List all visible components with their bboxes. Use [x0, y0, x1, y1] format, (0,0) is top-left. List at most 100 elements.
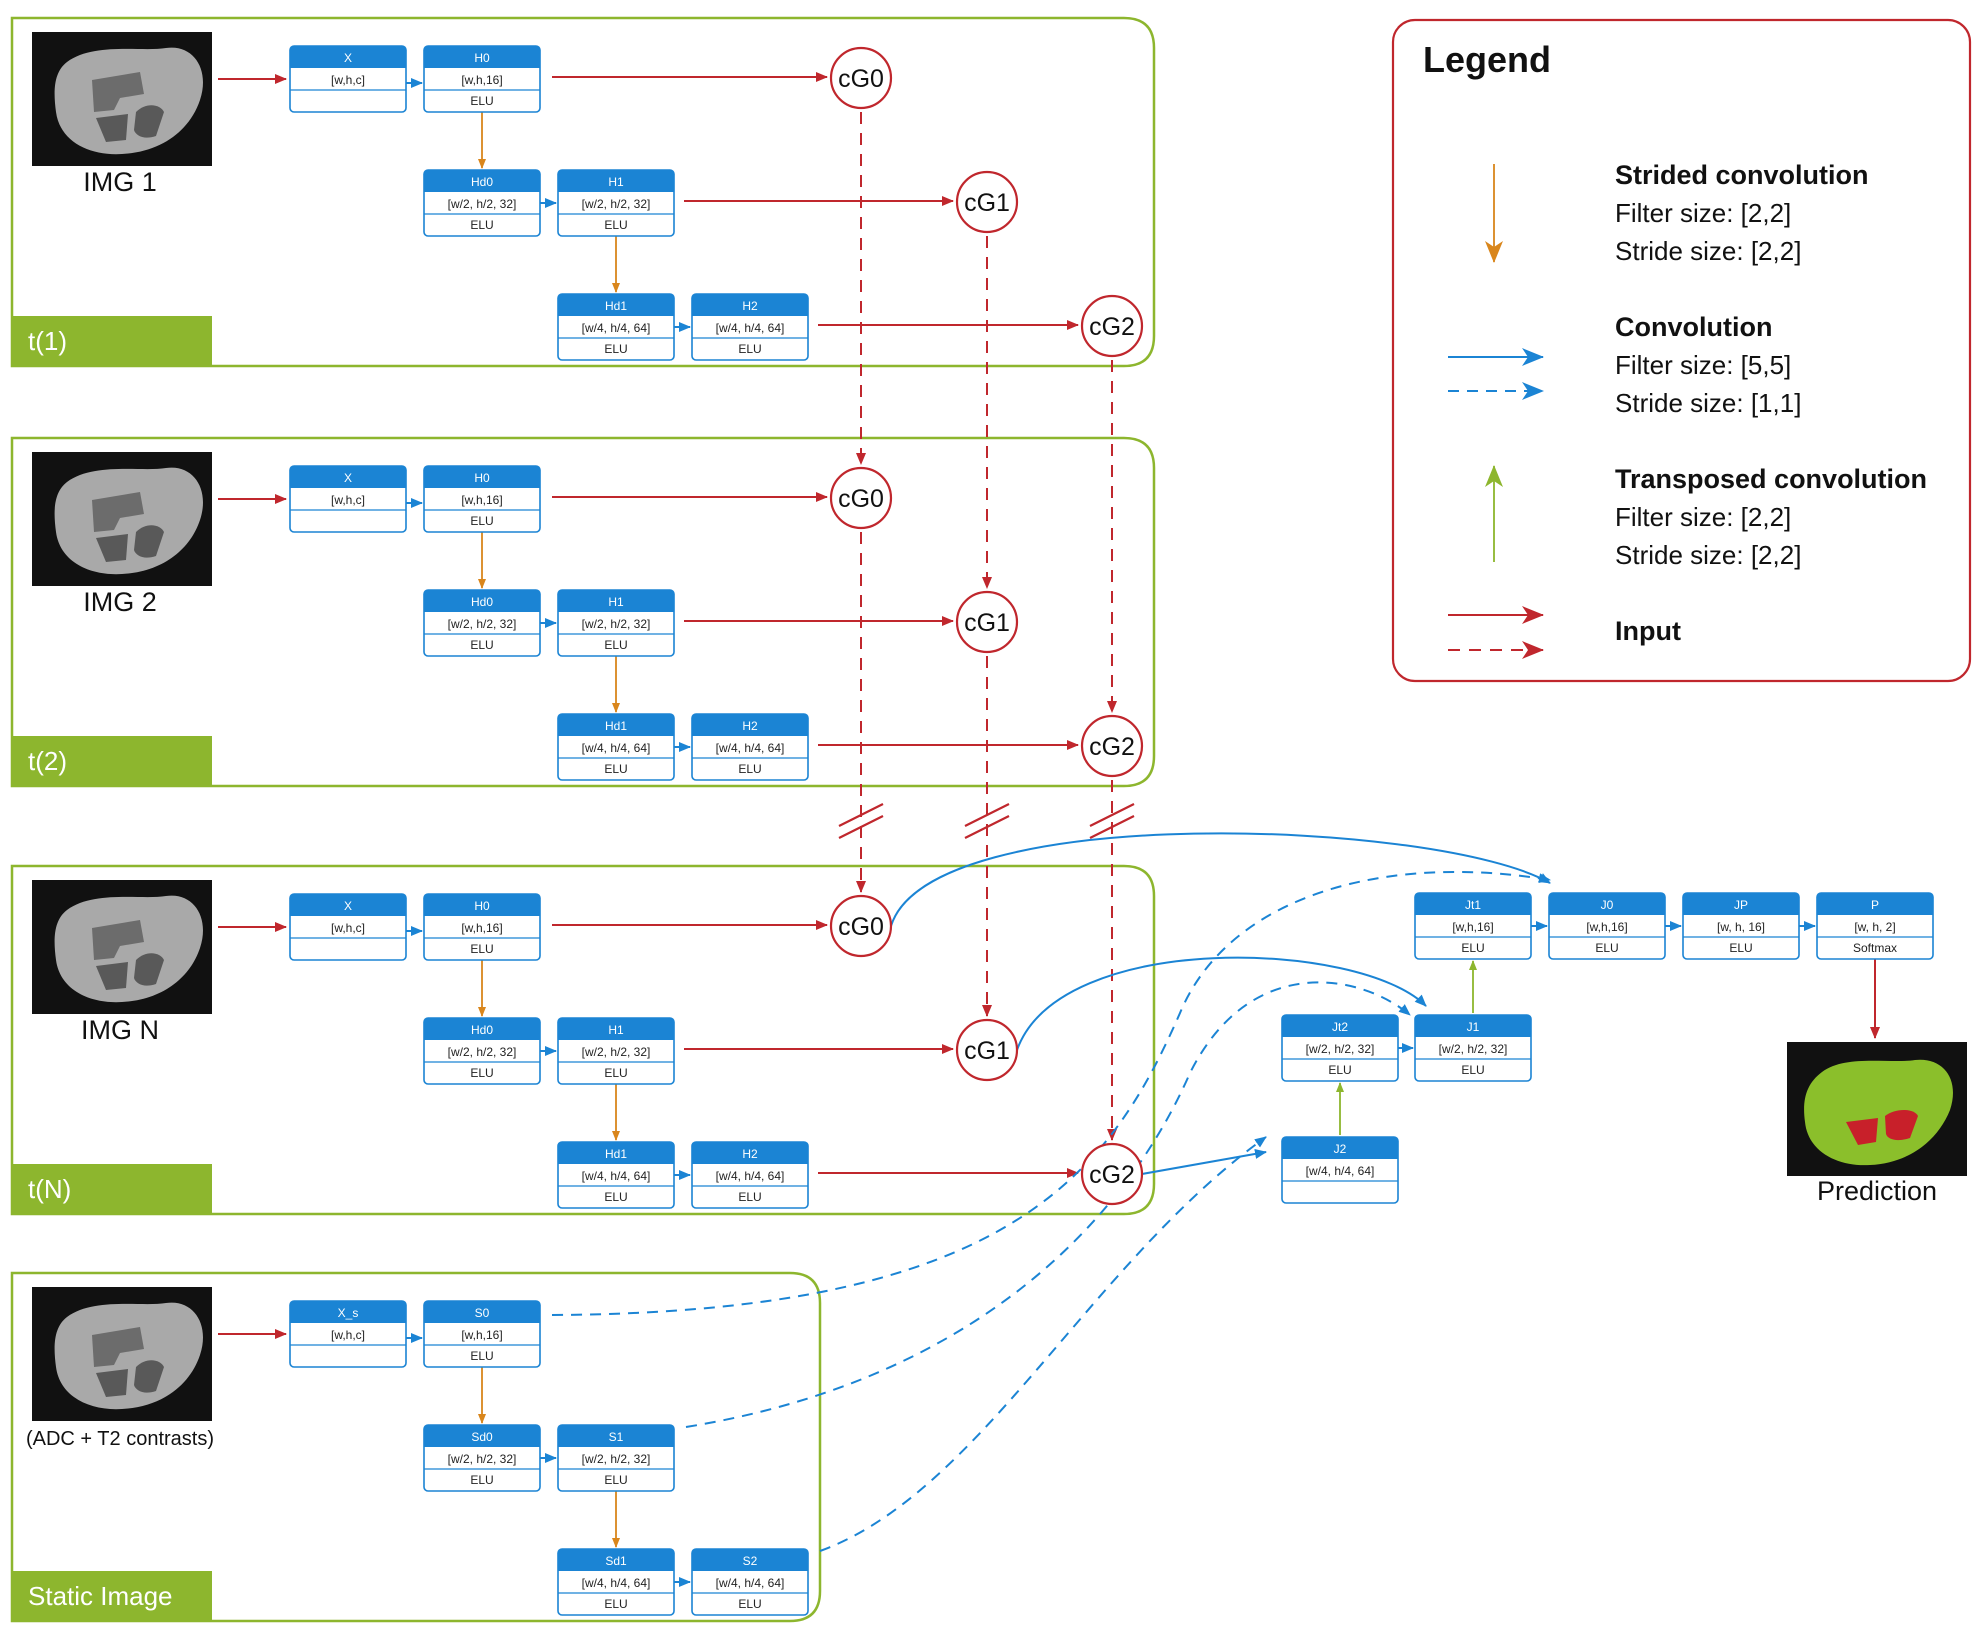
level2-node-name: S2 [743, 1554, 758, 1568]
prediction-label: Prediction [1817, 1176, 1937, 1206]
decoder-j1-node-activation: ELU [1461, 1063, 1484, 1077]
scan-region [96, 114, 128, 142]
down1-node-shape: [w/4, h/4, 64] [582, 741, 651, 755]
scan-outline [54, 467, 203, 575]
down1-node-shape: [w/4, h/4, 64] [582, 1576, 651, 1590]
down0-node-activation: ELU [470, 1066, 493, 1080]
input-node-header [290, 46, 406, 68]
decoder-jt2-node-shape: [w/2, h/2, 32] [1306, 1042, 1375, 1056]
level0-node-name: H0 [474, 899, 490, 913]
down0-node-activation: ELU [470, 1473, 493, 1487]
decoder-jt1-node-shape: [w,h,16] [1452, 920, 1493, 934]
input-node-shape: [w,h,c] [331, 493, 365, 507]
level1-node-header [558, 1425, 674, 1447]
level2-node-header [692, 714, 808, 736]
break-mark [1089, 803, 1135, 827]
level1-node-activation: ELU [604, 1066, 627, 1080]
legend-convolution-stride: Stride size: [1,1] [1615, 388, 1801, 418]
level2-node-activation: ELU [738, 1190, 761, 1204]
gate-cg0-circle [829, 46, 893, 110]
level0-node-activation: ELU [470, 942, 493, 956]
decoder-jt2-node-name: Jt2 [1332, 1020, 1348, 1034]
panel-n-input-image-shapes [54, 895, 203, 1003]
static-panel-image-label: (ADC + T2 contrasts) [26, 1428, 214, 1450]
level0-node-name: H0 [474, 51, 490, 65]
scan-region [92, 492, 144, 532]
gate-to-decoder-arrow [1016, 956, 1427, 1051]
level0-node: H0[w,h,16]ELU [423, 465, 541, 533]
legend-title: Legend [1423, 39, 1551, 80]
panel-1-tag-text: t(1) [28, 326, 67, 356]
panel-2-input-image [32, 452, 212, 586]
down1-node-header [558, 1142, 674, 1164]
break-mark [964, 815, 1010, 839]
decoder-p-node-name: P [1871, 898, 1879, 912]
level0-node: H0[w,h,16]ELU [423, 893, 541, 961]
level1-node: H1 [w/2, h/2, 32] ELU [557, 1017, 675, 1085]
static-skip-arrow [685, 981, 1411, 1428]
level0-node-header [424, 466, 540, 488]
down1-node-activation: ELU [604, 1190, 627, 1204]
input-node-header [290, 894, 406, 916]
panel-n-frame [10, 864, 1156, 1216]
static-panel-input-image [32, 1287, 212, 1421]
panel-1: t(1) [10, 16, 1156, 368]
level1-node-shape: [w/2, h/2, 32] [582, 197, 651, 211]
scan-region [134, 525, 164, 558]
static-panel: Static Image [10, 1271, 822, 1623]
panel-n-tag [12, 1164, 212, 1214]
legend-strided-heading: Strided convolution [1615, 160, 1869, 190]
down1-node-activation: ELU [604, 762, 627, 776]
input-node: X[w,h,c] [289, 45, 407, 113]
input-node: X[w,h,c] [289, 465, 407, 533]
panel-2: t(2) [10, 436, 1156, 788]
gate-cg1-circle [955, 170, 1019, 234]
panel-1-input-image [32, 32, 212, 166]
input-node-header [290, 1301, 406, 1323]
input-node-shape: [w,h,c] [331, 921, 365, 935]
down1-node: Hd1[w/4, h/4, 64]ELU [557, 713, 675, 781]
break-mark [838, 815, 884, 839]
level1-node-shape: [w/2, h/2, 32] [582, 1045, 651, 1059]
gate-cg2: cG2 [1080, 714, 1144, 778]
decoder-j1-node-shape: [w/2, h/2, 32] [1439, 1042, 1508, 1056]
input-node-shape: [w,h,c] [331, 1328, 365, 1342]
down0-node-name: Hd0 [471, 595, 493, 609]
down1-node-shape: [w/4, h/4, 64] [582, 321, 651, 335]
panel-2-tag [12, 736, 212, 786]
down1-node-header [558, 294, 674, 316]
input-node: X_s[w,h,c] [289, 1300, 407, 1368]
gate-cg1-circle [955, 1018, 1019, 1082]
decoder-p-node-header [1817, 893, 1933, 915]
level0-node-name: H0 [474, 471, 490, 485]
level1-node: H1[w/2, h/2, 32]ELU [557, 169, 675, 237]
panel-1-tag [12, 316, 212, 366]
down1-node: Sd1[w/4, h/4, 64]ELU [557, 1548, 675, 1616]
level0-node: H0[w,h,16]ELU [423, 45, 541, 113]
prediction-lesion [1885, 1110, 1918, 1141]
down1-node-activation: ELU [604, 342, 627, 356]
decoder-p-node-shape: [w, h, 2] [1854, 920, 1895, 934]
level1-node-header [558, 1018, 674, 1040]
decoder-p-node-activation: Softmax [1853, 941, 1897, 955]
level2-node-shape: [w/4, h/4, 64] [716, 1169, 785, 1183]
static-skip-arrow [551, 870, 1551, 1316]
gate-cg1-label: cG1 [964, 189, 1010, 217]
decoder-p-node: P [w, h, 2] Softmax [1816, 892, 1934, 960]
scan-region [134, 1360, 164, 1393]
level0-node-shape: [w,h,16] [461, 73, 502, 87]
down1-node-name: Sd1 [605, 1554, 627, 1568]
level1-node-name: H1 [608, 1023, 624, 1037]
down1-node: Hd1[w/4, h/4, 64]ELU [557, 1141, 675, 1209]
break-mark [1089, 815, 1135, 839]
decoder-j1-node-header [1415, 1015, 1531, 1037]
level2-node: H2[w/4, h/4, 64]ELU [691, 713, 809, 781]
decoder-jt1-node: Jt1[w,h,16]ELU [1414, 892, 1532, 960]
down0-node: Hd0[w/2, h/2, 32]ELU [423, 589, 541, 657]
gate-cg0-label: cG0 [838, 913, 884, 941]
input-node-shape: [w,h,c] [331, 73, 365, 87]
down0-node: Hd0[w/2, h/2, 32]ELU [423, 1017, 541, 1085]
panel-1-input-image-shapes [54, 47, 203, 155]
gate-cg2: cG2 [1080, 1142, 1144, 1206]
down0-node-name: Hd0 [471, 175, 493, 189]
